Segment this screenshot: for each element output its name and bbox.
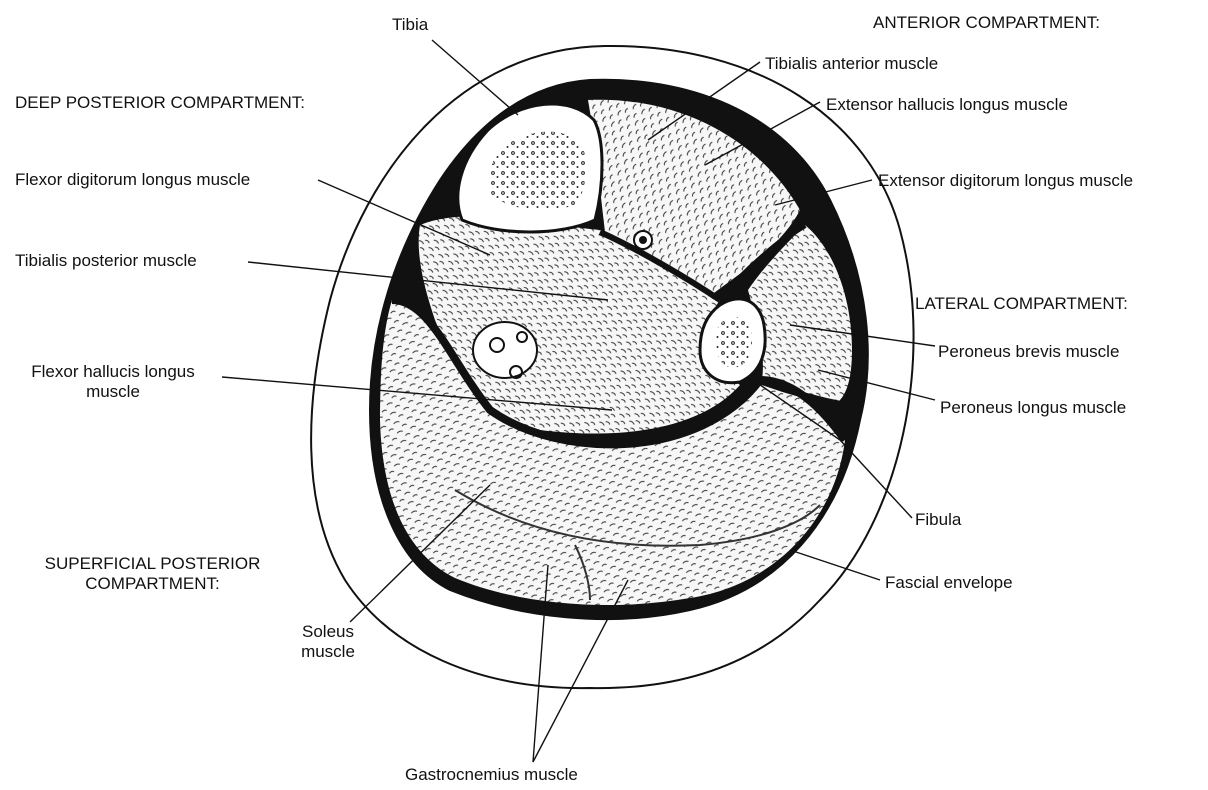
label-flexor-hallucis-longus-line2: muscle: [8, 382, 218, 402]
fibula-marrow: [716, 317, 752, 368]
label-soleus-line2: muscle: [298, 642, 358, 662]
label-extensor-hallucis-longus: Extensor hallucis longus muscle: [826, 95, 1068, 115]
label-deep-posterior-compartment: DEEP POSTERIOR COMPARTMENT:: [15, 93, 305, 113]
label-flexor-hallucis-longus-line1: Flexor hallucis longus: [8, 362, 218, 382]
label-lateral-compartment: LATERAL COMPARTMENT:: [915, 294, 1128, 314]
label-flexor-hallucis-longus: Flexor hallucis longus muscle: [8, 362, 218, 402]
label-tibia: Tibia: [392, 15, 428, 35]
label-soleus: Soleus muscle: [298, 622, 358, 662]
label-superficial-posterior-compartment: SUPERFICIAL POSTERIOR COMPARTMENT:: [10, 554, 295, 594]
label-extensor-digitorum-longus: Extensor digitorum longus muscle: [878, 171, 1133, 191]
label-soleus-line1: Soleus: [298, 622, 358, 642]
anterior-tibial-vessels: [634, 231, 652, 249]
label-superficial-posterior-line1: SUPERFICIAL POSTERIOR: [10, 554, 295, 574]
label-superficial-posterior-line2: COMPARTMENT:: [10, 574, 295, 594]
label-peroneus-longus: Peroneus longus muscle: [940, 398, 1126, 418]
label-peroneus-brevis: Peroneus brevis muscle: [938, 342, 1119, 362]
label-tibialis-anterior: Tibialis anterior muscle: [765, 54, 938, 74]
label-fascial-envelope: Fascial envelope: [885, 573, 1013, 593]
label-flexor-digitorum-longus: Flexor digitorum longus muscle: [15, 170, 250, 190]
label-gastrocnemius: Gastrocnemius muscle: [405, 765, 578, 785]
label-tibialis-posterior: Tibialis posterior muscle: [15, 251, 197, 271]
label-anterior-compartment: ANTERIOR COMPARTMENT:: [873, 13, 1100, 33]
posterior-tibial-vessels: [473, 322, 537, 378]
label-fibula: Fibula: [915, 510, 961, 530]
